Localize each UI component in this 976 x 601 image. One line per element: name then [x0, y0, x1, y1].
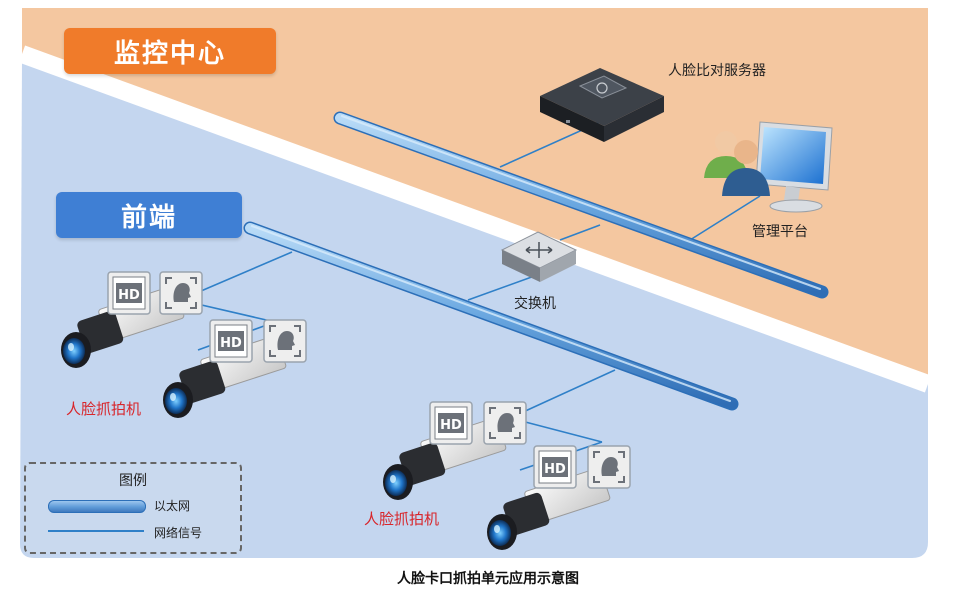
camera-3: HD — [382, 401, 527, 501]
hd-badge-2: HD — [209, 319, 253, 363]
svg-text:HD: HD — [220, 336, 242, 351]
svg-text:HD: HD — [118, 288, 140, 303]
legend-signal-label: 网络信号 — [154, 526, 203, 540]
network-switch — [500, 231, 578, 282]
monitoring-center-zone — [22, 8, 928, 384]
management-platform — [704, 121, 833, 213]
face-comparison-server — [540, 68, 664, 142]
hd-badge-3: HD — [429, 401, 473, 445]
camera-1: HD — [60, 271, 203, 369]
camera-2: HD — [162, 319, 307, 419]
hd-badge-4: HD — [533, 445, 577, 489]
face-recognition-icon-2 — [263, 319, 307, 363]
front-end-title: 前端 — [56, 192, 242, 238]
camera-group-label-left: 人脸抓拍机 — [66, 400, 142, 418]
svg-text:HD: HD — [440, 418, 462, 433]
ethernet-pipe-center — [333, 111, 829, 299]
face-server-label: 人脸比对服务器 — [668, 63, 766, 79]
face-recognition-icon-1 — [159, 271, 203, 315]
legend-ethernet-swatch — [48, 500, 146, 513]
face-recognition-icon-4 — [587, 445, 631, 489]
svg-text:HD: HD — [544, 462, 566, 477]
legend: 图例 以太网 网络信号 — [24, 462, 242, 554]
mgmt-platform-label: 管理平台 — [752, 224, 808, 240]
ethernet-pipe-front — [243, 221, 739, 411]
hd-badge-1: HD — [107, 271, 151, 315]
legend-title: 图例 — [119, 473, 147, 489]
zone-divider — [18, 45, 932, 393]
diagram-caption: 人脸卡口抓拍单元应用示意图 — [397, 571, 579, 587]
camera-group-label-right: 人脸抓拍机 — [364, 510, 440, 528]
face-recognition-icon-3 — [483, 401, 527, 445]
legend-ethernet-label: 以太网 — [154, 499, 191, 513]
switch-label: 交换机 — [514, 296, 556, 312]
legend-signal-swatch — [48, 530, 144, 532]
monitoring-center-title: 监控中心 — [64, 28, 276, 74]
camera-4: HD — [486, 445, 631, 551]
